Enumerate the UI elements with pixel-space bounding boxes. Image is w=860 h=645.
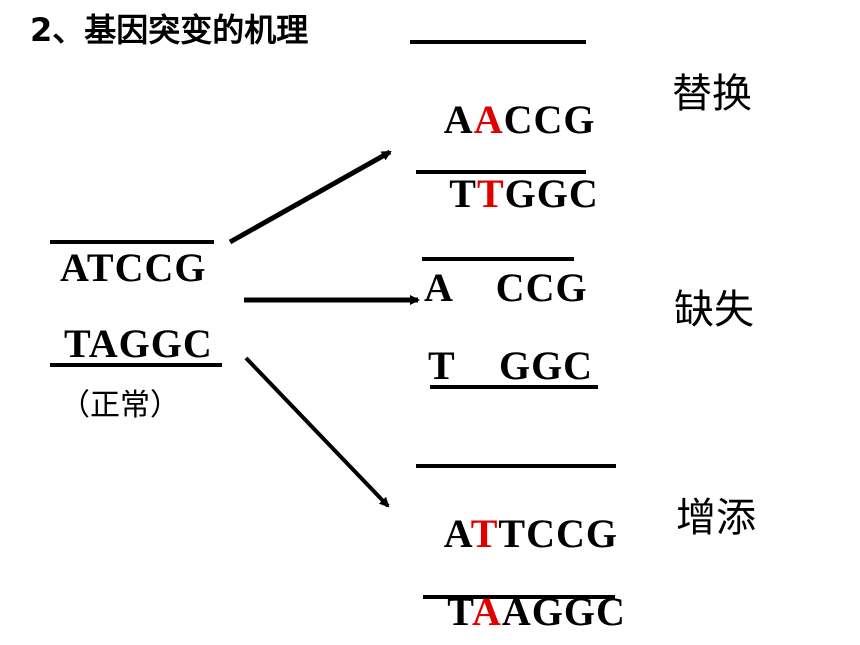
inserted-base: T: [470, 511, 499, 556]
deletion-top-strand: A CCG: [424, 265, 588, 310]
original-bottom-strand: TAGGC: [64, 321, 213, 366]
insertion-top-strand: ATTCCG: [424, 468, 618, 556]
base-run: AGGC: [501, 589, 626, 634]
page-title: 2、基因突变的机理: [30, 11, 309, 49]
base-run: TCCG: [498, 511, 618, 556]
normal-note: （正常）: [60, 388, 180, 423]
deletion-top-rule: [422, 257, 574, 261]
inserted-base: A: [472, 589, 502, 634]
arrow-to-substitution: [228, 149, 392, 245]
mutated-base: A: [473, 97, 504, 142]
original-bottom-rule: [50, 363, 222, 367]
insertion-label: 增添: [676, 495, 756, 541]
substitution-bottom-strand: TTGGC: [428, 128, 599, 216]
base: T: [447, 589, 472, 634]
title-rule: [410, 40, 586, 44]
base-run: CCG: [503, 97, 596, 142]
insertion-top-rule: [416, 464, 616, 468]
arrow-to-insertion: [244, 356, 390, 508]
deletion-bottom-rule: [430, 385, 598, 389]
original-top-rule: [50, 240, 214, 244]
original-top-strand: ATCCG: [60, 245, 207, 290]
insertion-bottom-strand: TAAGGC: [426, 546, 626, 634]
deletion-bottom-strand: T GGC: [428, 343, 594, 388]
base: T: [449, 171, 477, 216]
base: A: [443, 97, 474, 142]
substitution-label: 替换: [672, 71, 752, 117]
base-run: GGC: [504, 171, 599, 216]
substitution-top-strand: AACCG: [424, 54, 595, 142]
deletion-label: 缺失: [674, 287, 754, 333]
mutated-base: T: [476, 171, 505, 216]
base: A: [443, 511, 471, 556]
substitution-bottom-rule: [416, 170, 586, 174]
insertion-bottom-rule: [423, 595, 615, 599]
